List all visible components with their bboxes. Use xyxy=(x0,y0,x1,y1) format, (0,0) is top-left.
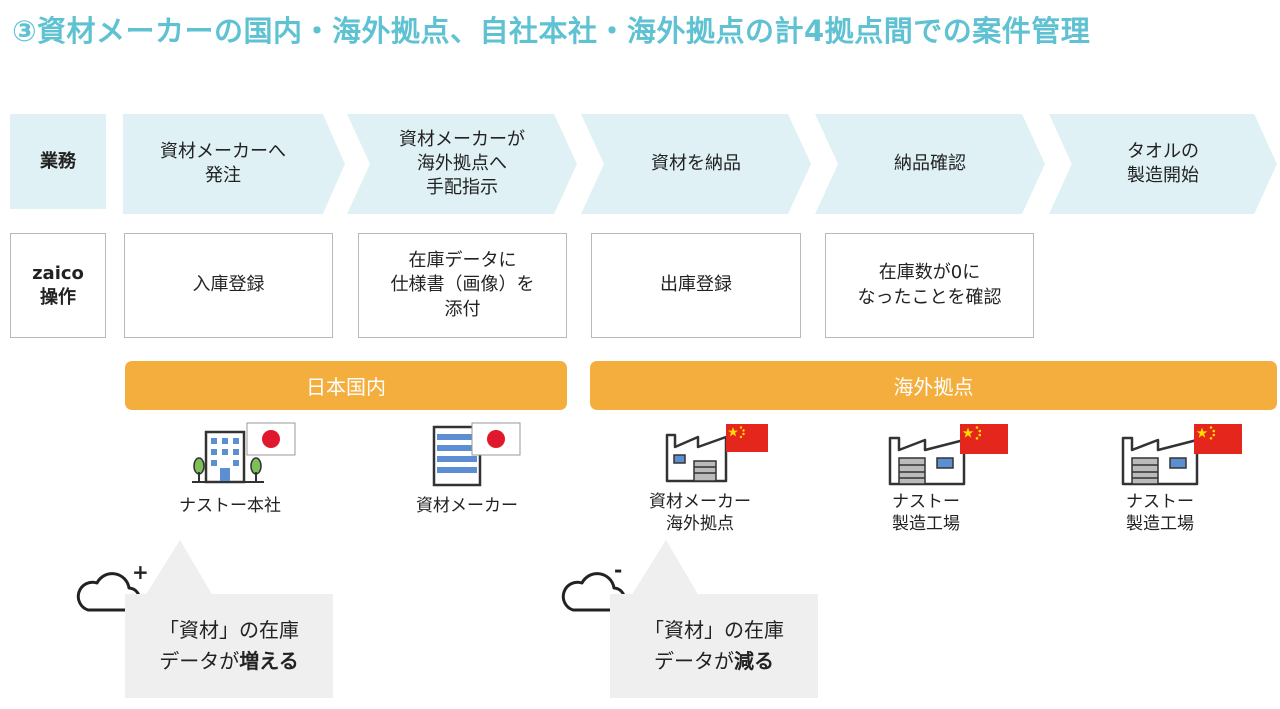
step-2-label: 資材メーカーが 海外拠点へ 手配指示 xyxy=(399,128,525,199)
cloud-minus-sign: - xyxy=(614,560,622,582)
cloud-plus-icon: + xyxy=(76,560,149,612)
bubble-decrease: 「資材」の在庫 データが減る xyxy=(610,594,818,698)
row-label-ops-line1: zaico xyxy=(32,263,84,285)
bubble-decrease-bold: 減る xyxy=(734,649,774,673)
japan-flag-icon xyxy=(246,422,296,456)
op-1-label: 入庫登録 xyxy=(192,274,265,296)
office-building-icon xyxy=(192,430,264,484)
bubble-pointer xyxy=(145,540,213,596)
row-label-ops: zaico 操作 xyxy=(10,233,106,338)
china-flag-icon xyxy=(1194,424,1242,454)
bubble-decrease-prefix: データが xyxy=(654,649,734,673)
step-5-label: タオルの 製造開始 xyxy=(1127,140,1199,186)
region-domestic: 日本国内 xyxy=(125,361,567,410)
bubble-increase-bold: 増える xyxy=(239,649,299,673)
china-flag-icon xyxy=(960,424,1008,454)
bubble-increase-line1: 「資材」の在庫 xyxy=(159,618,299,642)
step-1-label: 資材メーカーへ 発注 xyxy=(160,140,286,186)
step-4-label: 納品確認 xyxy=(894,152,966,174)
japan-flag-icon xyxy=(471,422,521,456)
step-3: 資材を納品 xyxy=(581,114,811,214)
step-3-label: 資材を納品 xyxy=(651,152,741,174)
op-2: 在庫データに 仕様書（画像）を 添付 xyxy=(358,233,567,338)
step-5: タオルの 製造開始 xyxy=(1049,114,1277,214)
op-3-label: 出庫登録 xyxy=(660,274,732,296)
op-3: 出庫登録 xyxy=(591,233,801,338)
factory-icon xyxy=(888,436,966,486)
page-title: ③資材メーカーの国内・海外拠点、自社本社・海外拠点の計4拠点間での案件管理 xyxy=(12,14,1091,48)
site-label-maker: 資材メーカー xyxy=(416,496,518,516)
cloud-plus-sign: + xyxy=(132,560,149,584)
row-label-business: 業務 xyxy=(10,114,106,209)
factory-icon xyxy=(665,433,728,483)
region-overseas: 海外拠点 xyxy=(590,361,1277,410)
step-2: 資材メーカーが 海外拠点へ 手配指示 xyxy=(347,114,577,214)
bubble-decrease-line1: 「資材」の在庫 xyxy=(644,618,784,642)
bubble-pointer xyxy=(631,540,699,596)
factory-icon xyxy=(1121,436,1199,486)
step-4: 納品確認 xyxy=(815,114,1045,214)
site-label-factory-1: ナストー 製造工場 xyxy=(892,492,960,535)
bubble-increase-prefix: データが xyxy=(159,649,240,673)
row-label-ops-line2: 操作 xyxy=(40,286,76,308)
op-1: 入庫登録 xyxy=(124,233,333,338)
op-4: 在庫数が0に なったことを確認 xyxy=(825,233,1034,338)
site-label-hq: ナストー本社 xyxy=(179,496,281,516)
bubble-increase: 「資材」の在庫 データが増える xyxy=(125,594,333,698)
site-label-maker-overseas: 資材メーカー 海外拠点 xyxy=(649,492,751,535)
step-1: 資材メーカーへ 発注 xyxy=(123,114,345,214)
china-flag-icon xyxy=(726,424,768,452)
site-label-factory-2: ナストー 製造工場 xyxy=(1126,492,1194,535)
op-2-label: 在庫データに 仕様書（画像）を 添付 xyxy=(390,250,535,320)
op-4-label: 在庫数が0に なったことを確認 xyxy=(857,262,1002,308)
